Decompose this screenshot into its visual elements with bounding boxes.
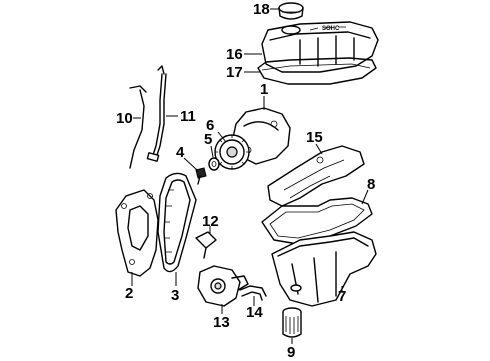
callout-6: 6 bbox=[206, 117, 215, 134]
callout-5: 5 bbox=[204, 131, 213, 148]
timing-belt-front-cover bbox=[115, 189, 159, 277]
oil-pump bbox=[197, 265, 249, 307]
sprocket-bolt bbox=[195, 167, 207, 185]
leader-6 bbox=[217, 131, 227, 143]
callout-2: 2 bbox=[125, 285, 134, 302]
callout-11: 11 bbox=[180, 108, 196, 125]
pickup-bracket bbox=[195, 231, 217, 259]
callout-13: 13 bbox=[213, 314, 230, 331]
callout-14: 14 bbox=[246, 304, 263, 321]
callout-15: 15 bbox=[306, 129, 323, 146]
callout-4: 4 bbox=[176, 144, 185, 161]
callout-9: 9 bbox=[287, 344, 296, 361]
svg-text:SOHC: SOHC bbox=[322, 26, 340, 32]
valve-cover-gasket bbox=[257, 57, 377, 85]
leader-4 bbox=[183, 157, 198, 171]
oil-baffle bbox=[267, 145, 365, 207]
oil-filter bbox=[282, 307, 302, 338]
dipstick-tube bbox=[146, 65, 167, 162]
camshaft-sprocket bbox=[214, 134, 250, 170]
leader-15 bbox=[315, 143, 323, 155]
valve-cover: SOHC bbox=[261, 21, 379, 73]
callout-16: 16 bbox=[226, 46, 243, 63]
callout-7: 7 bbox=[338, 288, 347, 305]
callout-17: 17 bbox=[226, 64, 243, 81]
leader-8 bbox=[361, 189, 369, 205]
callout-3: 3 bbox=[171, 287, 180, 304]
callout-8: 8 bbox=[367, 176, 376, 193]
oil-pan bbox=[271, 231, 377, 307]
sprocket-washer bbox=[208, 157, 220, 171]
leader-5 bbox=[210, 145, 214, 158]
callout-1: 1 bbox=[260, 81, 269, 98]
oil-pickup-tube bbox=[239, 285, 267, 301]
timing-belt bbox=[157, 172, 197, 273]
callout-10: 10 bbox=[116, 110, 133, 127]
callout-18: 18 bbox=[253, 1, 270, 18]
dipstick bbox=[129, 85, 147, 169]
oil-filler-cap bbox=[278, 2, 304, 20]
callout-12: 12 bbox=[202, 213, 219, 230]
